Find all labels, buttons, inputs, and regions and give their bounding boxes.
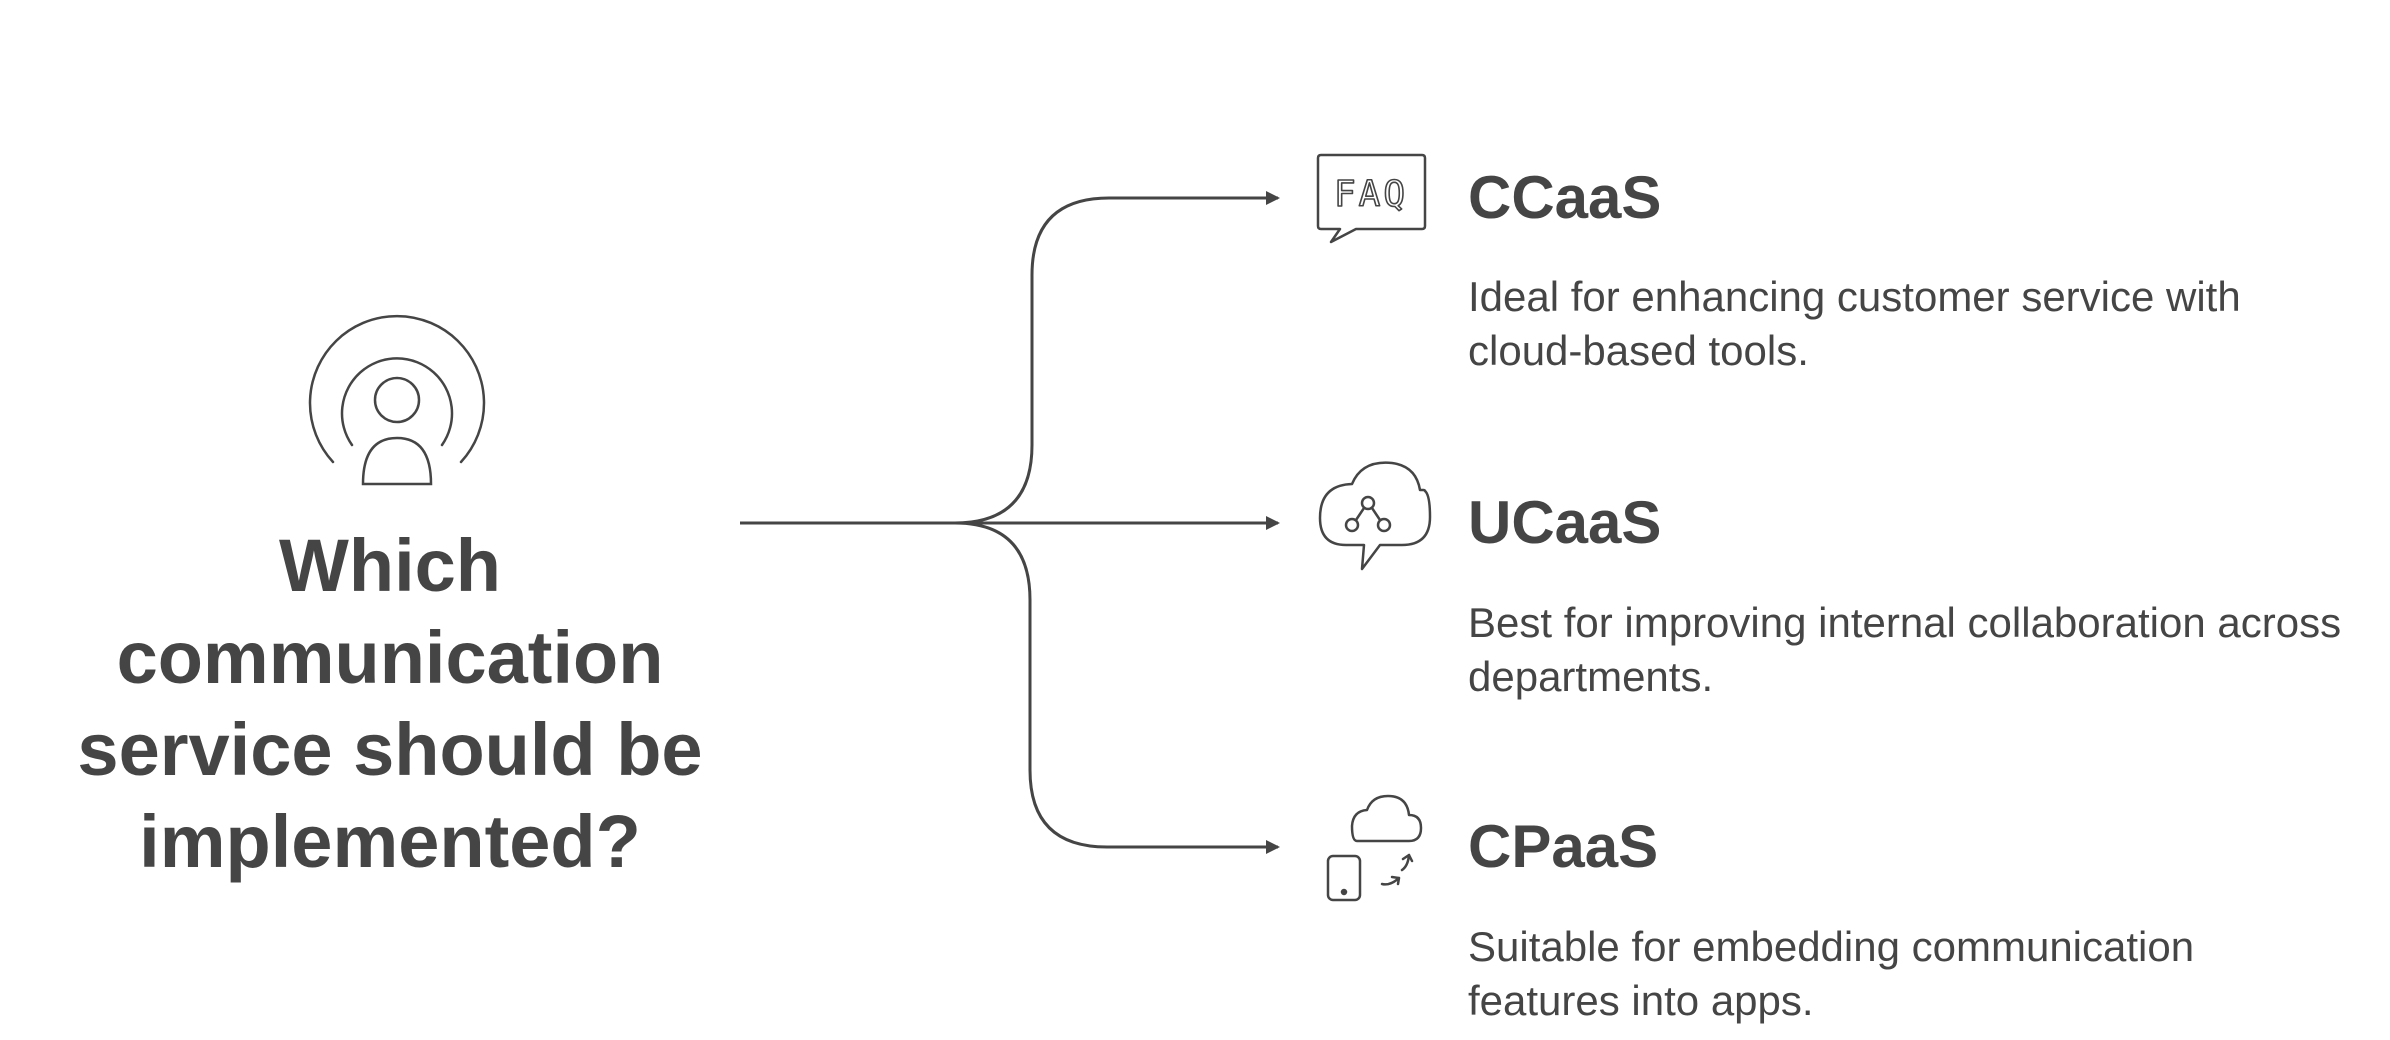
question-line: implemented?: [139, 800, 641, 883]
faq-icon-text: FAQ: [1334, 174, 1408, 215]
option-description-cpaas: Suitable for embedding communication fea…: [1468, 923, 2195, 1024]
option-title-cpaas: CPaaS: [1468, 813, 1659, 880]
option-description-ccaas: Ideal for enhancing customer service wit…: [1468, 273, 2241, 374]
question-line: communication: [116, 616, 664, 699]
question-line: service should be: [77, 708, 703, 791]
connector-branch-bottom: [954, 521, 1280, 854]
option-title-ccaas: CCaaS: [1468, 164, 1662, 231]
option-description-ucaas: Best for improving internal collaboratio…: [1468, 599, 2342, 700]
question-line: Which: [279, 524, 501, 607]
faq-speech-bubble-icon: FAQ: [1316, 153, 1427, 244]
question-title: Which communication service should be im…: [40, 520, 740, 888]
connector-branch-top: [954, 191, 1280, 525]
cloud-phone-sync-icon: [1326, 794, 1423, 902]
broadcasting-person-icon: [308, 314, 486, 486]
cloud-network-chat-icon: [1318, 461, 1432, 571]
option-title-ucaas: UCaaS: [1468, 489, 1662, 556]
